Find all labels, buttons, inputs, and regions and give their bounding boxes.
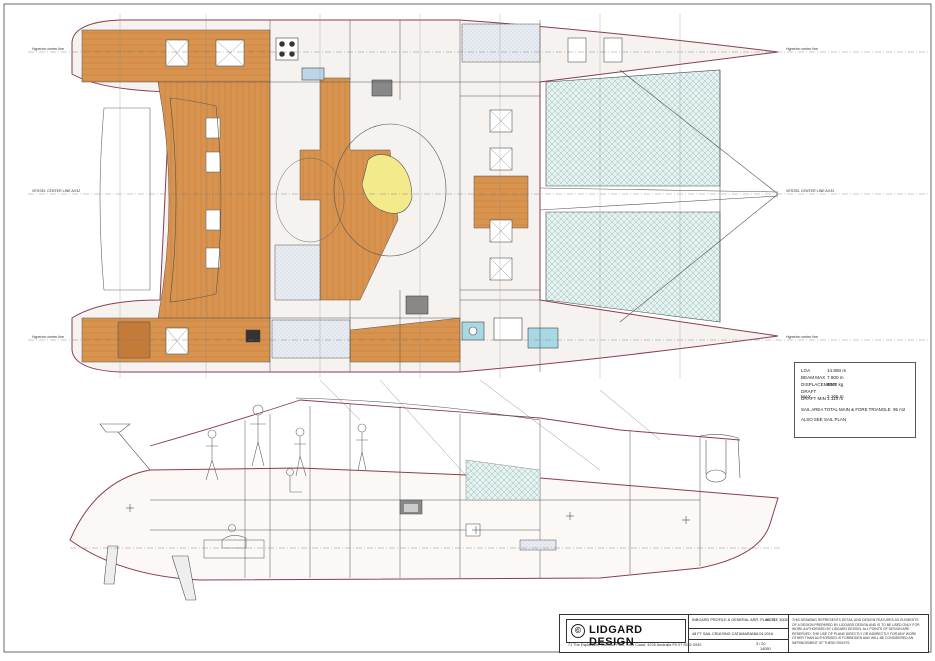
bulkheads-plan	[269, 20, 541, 372]
rudder	[103, 545, 119, 585]
galley-fixtures	[245, 37, 559, 349]
hull-profile	[69, 467, 779, 581]
rigging	[319, 379, 661, 481]
centerlines-plan	[28, 51, 930, 341]
copyright-notice: THIS DRAWING REPRESENTS DETAIL AND DESIG…	[792, 618, 920, 645]
cockpit-deck-wood	[157, 81, 271, 319]
sail-plan-note: ALSO SEE SAIL PLAN	[801, 417, 846, 422]
engine-room	[203, 539, 265, 559]
bow-locker-mesh	[465, 459, 541, 501]
drawing-description: INBOARD PROFILE & GENERAL ARR. PLAN 3TE …	[692, 618, 788, 622]
reference-marks	[126, 504, 690, 534]
drawing-date: 16.04.2016	[754, 632, 774, 636]
sheet-border	[3, 3, 932, 653]
deck-hatches	[165, 37, 623, 355]
company-logo: © LIDGARD DESIGN	[566, 619, 686, 648]
nav-station-area	[271, 319, 351, 359]
coachroof-line	[149, 399, 741, 447]
sheet-number: 3 / 20	[756, 642, 766, 646]
forward-berth	[461, 23, 541, 63]
drawing-scale: N.T.S.	[766, 618, 777, 622]
centerline-label-right: VESSEL CENTER LINE AX32	[786, 189, 834, 193]
starboard-hull-centerline-label-right: Hyperion center line	[786, 335, 818, 339]
davit-profile	[99, 423, 131, 433]
step-wood	[117, 321, 151, 359]
trampoline-deck-wood	[473, 175, 529, 229]
drawing-number: 14050	[760, 647, 771, 651]
plan-view: VESSEL CENTER LINE AX32 VESSEL CENTER LI…	[28, 14, 930, 378]
saloon-dinette-outline	[333, 123, 447, 257]
davit-frame	[99, 107, 151, 291]
company-address: 71 The Esplanade, Coomba Park, Gold Coas…	[568, 643, 702, 647]
saloon-floor-wood	[299, 77, 399, 301]
vessel-type: 48 FT SAIL CRUISING CATAMARAN	[692, 632, 755, 636]
starboard-hull-centerline-label: Hyperion center line	[32, 335, 64, 339]
cockpit-coaming	[169, 97, 222, 303]
company-name: LIDGARD DESIGN	[589, 624, 643, 648]
title-block: © LIDGARD DESIGN 71 The Esplanade, Coomb…	[559, 614, 929, 653]
sail-area-line: SAIL AREA TOTAL MAIN & FORE TRIANGLE 95 …	[801, 407, 906, 412]
station-lines-plan	[119, 14, 681, 378]
bow-rail	[699, 434, 741, 483]
keel	[171, 555, 197, 601]
saloon-table	[361, 154, 413, 214]
spec-row-draft-min: DRAFT MIN1.110 m	[801, 396, 844, 401]
people-figures	[205, 404, 368, 549]
helm-seat-curve	[275, 157, 345, 243]
port-hull-centerline-label: Hyperion center line	[32, 47, 64, 51]
spec-row-displacement: DISPLACEMENT8500 kg	[801, 382, 844, 387]
centerline-label-left: VESSEL CENTER LINE AX32	[32, 189, 80, 193]
forward-crossbeam	[539, 69, 779, 323]
profile-view	[69, 379, 780, 601]
port-hull-centerline-label-right: Hyperion center line	[786, 47, 818, 51]
copyright-symbol: ©	[571, 624, 585, 638]
settee-cushion	[274, 244, 321, 301]
